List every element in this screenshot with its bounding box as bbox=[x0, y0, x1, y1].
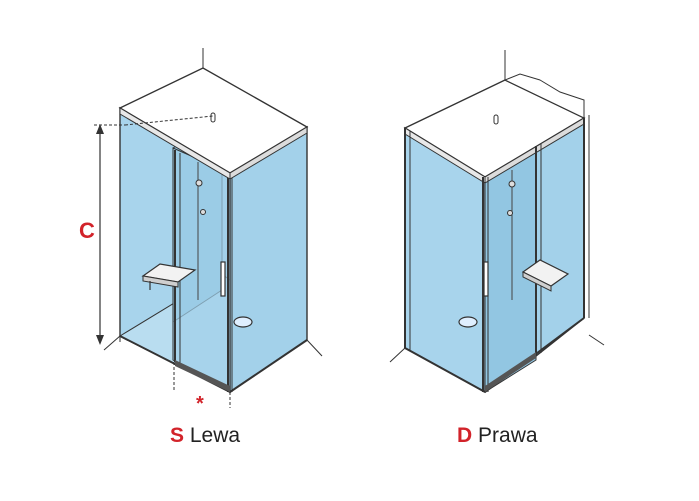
door-handle-icon bbox=[483, 261, 489, 297]
door-handle-icon bbox=[220, 261, 226, 297]
left-shower-cabin bbox=[103, 48, 323, 394]
right-variant-name: Prawa bbox=[478, 424, 538, 447]
shower-head-icon bbox=[493, 114, 499, 125]
fold-down-seat-icon bbox=[141, 263, 197, 290]
height-dimension-label: C bbox=[79, 218, 95, 243]
drain-icon bbox=[233, 316, 253, 328]
right-shower-cabin bbox=[389, 50, 605, 394]
height-dimension bbox=[94, 115, 214, 345]
right-variant-caption: D Prawa bbox=[457, 424, 538, 448]
left-variant-code: S bbox=[170, 424, 185, 447]
right-variant-code: D bbox=[457, 424, 473, 447]
drain-icon bbox=[458, 316, 478, 328]
shower-column-icon bbox=[507, 170, 516, 300]
left-variant-name: Lewa bbox=[189, 424, 241, 447]
shower-column-icon bbox=[195, 162, 206, 300]
shower-head-icon bbox=[210, 112, 216, 123]
right-cabin-sliding-door bbox=[535, 116, 585, 358]
asterisk-marker: * bbox=[196, 393, 204, 415]
fold-down-seat-icon bbox=[521, 259, 570, 292]
left-variant-caption: S Lewa bbox=[170, 424, 240, 448]
